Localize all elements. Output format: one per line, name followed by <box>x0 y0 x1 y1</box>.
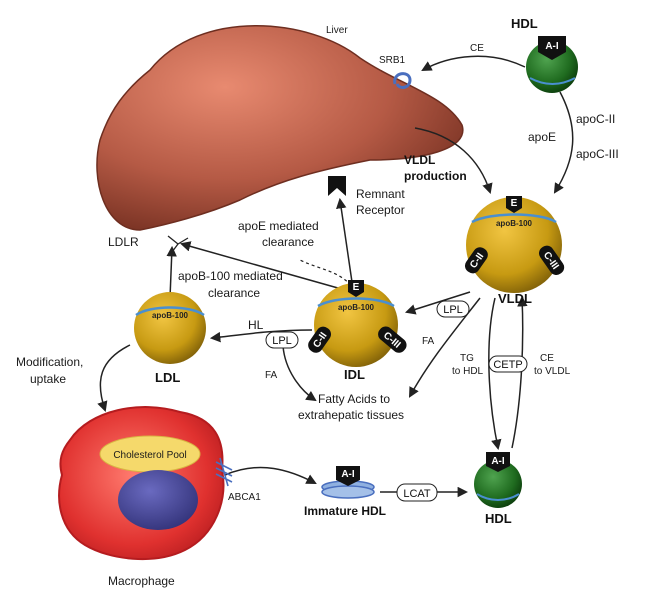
fatty-acids-label-1: Fatty Acids to <box>318 392 390 406</box>
a1-tag-immature-text: A-I <box>341 469 355 480</box>
modification-label-2: uptake <box>30 372 66 386</box>
lcat-text: LCAT <box>403 488 431 500</box>
ce-top-label: CE <box>470 43 484 54</box>
cetp-pill: CETP <box>488 355 528 373</box>
apoc2-label: apoC-II <box>576 112 615 126</box>
a1-tag-immature: A-I <box>336 466 360 486</box>
ldl-label: LDL <box>155 370 180 385</box>
arrow-vldl-to-fatty-acids <box>408 297 481 398</box>
a1-tag-bottom-text: A-I <box>491 456 505 467</box>
macrophage-cell: Cholesterol Pool <box>58 406 225 560</box>
apoe-label: apoE <box>528 130 556 144</box>
arrow-hdl-to-vldl-ce <box>511 295 528 449</box>
arrow-ldl-to-ldlr <box>166 245 177 299</box>
cholesterol-pool: Cholesterol Pool <box>99 435 201 473</box>
lpl-idl-pill: LPL <box>265 331 299 349</box>
arrow-vldl-to-hdl <box>488 297 502 451</box>
tg-label-2: to HDL <box>452 366 484 377</box>
idl-label: IDL <box>344 367 365 382</box>
lpl-idl-text: LPL <box>272 335 292 347</box>
lcat-pill: LCAT <box>396 483 438 502</box>
idl-apob-text: apoB-100 <box>338 303 375 312</box>
a1-tag-top-text: A-I <box>545 41 559 52</box>
remnant-receptor-icon <box>328 176 346 196</box>
arrow-idl-to-fatty-acids <box>282 345 317 402</box>
remnant-receptor-label-1: Remnant <box>356 187 405 201</box>
immature-hdl-particle: A-I <box>321 466 375 499</box>
vldl-production-label-2: production <box>404 169 467 183</box>
idl-e-text: E <box>353 282 360 293</box>
vldl-e-tag: E <box>506 196 522 213</box>
arrow-hdl-to-vldl <box>553 91 574 194</box>
arrow-idl-to-remnant-receptor <box>336 197 353 283</box>
arrow-idl-to-ldlr <box>179 241 346 291</box>
ldl-particle: apoB-100 <box>134 292 206 364</box>
arrow-macrophage-to-immature-hdl <box>224 466 317 484</box>
idl-e-tag: E <box>348 280 364 297</box>
modification-label-1: Modification, <box>16 355 83 369</box>
remnant-receptor-label-2: Receptor <box>356 203 405 217</box>
arrow-ldl-to-macrophage <box>97 344 131 412</box>
ce-vldl-label-2: to VLDL <box>534 366 571 377</box>
fatty-acids-label-2: extrahepatic tissues <box>298 408 404 422</box>
hl-label: HL <box>248 318 264 332</box>
apoe-clearance-label-2: clearance <box>262 235 314 249</box>
ldlr-receptor-icon <box>167 235 189 253</box>
vldl-production-label-1: VLDL <box>404 153 435 167</box>
liver <box>96 25 464 231</box>
ce-vldl-label-1: CE <box>540 353 554 364</box>
hdl-top-particle: A-I <box>526 36 578 93</box>
vldl-e-text: E <box>511 198 518 209</box>
vldl-label: VLDL <box>498 291 532 306</box>
cholesterol-pool-label: Cholesterol Pool <box>113 450 186 461</box>
a1-tag-bottom: A-I <box>486 452 510 472</box>
macrophage-label: Macrophage <box>108 574 175 588</box>
arrow-idl-to-ldl <box>209 329 313 343</box>
apob-clearance-label-2: clearance <box>208 286 260 300</box>
idl-particle: apoB-100 E C-II C-III <box>308 280 407 367</box>
apob-clearance-label-1: apoB-100 mediated <box>178 269 283 283</box>
apoe-clearance-label-1: apoE mediated <box>238 219 319 233</box>
liver-label: Liver <box>326 25 348 36</box>
abca1-transporter-icon <box>215 457 233 487</box>
vldl-particle: apoB-100 E C-II C-III <box>464 196 565 293</box>
hdl-bottom-label: HDL <box>485 511 512 526</box>
arrow-vldl-production <box>414 127 493 195</box>
nucleus <box>118 470 198 530</box>
ldl-apob-text: apoB-100 <box>152 311 189 320</box>
tg-label-1: TG <box>460 353 474 364</box>
fa-vldl-label: FA <box>422 336 435 347</box>
lpl-vldl-pill: LPL <box>436 300 470 318</box>
hdl-bottom-particle: A-I <box>474 452 522 508</box>
hdl-top-label: HDL <box>511 16 538 31</box>
a1-tag-top: A-I <box>538 36 566 60</box>
cetp-text: CETP <box>493 359 522 371</box>
vldl-apob-text: apoB-100 <box>496 219 533 228</box>
ldlr-label: LDLR <box>108 235 139 249</box>
lpl-vldl-text: LPL <box>443 304 463 316</box>
fa-idl-label: FA <box>265 370 278 381</box>
srb1-receptor-icon <box>393 72 412 89</box>
arrows <box>97 55 574 498</box>
abca1-label: ABCA1 <box>228 492 261 503</box>
srb1-label: SRB1 <box>379 55 406 66</box>
arrow-vldl-to-idl <box>404 291 471 315</box>
arrow-hdl-to-liver <box>421 55 526 72</box>
apoc3-label: apoC-III <box>576 147 619 161</box>
immature-hdl-label: Immature HDL <box>304 504 386 518</box>
